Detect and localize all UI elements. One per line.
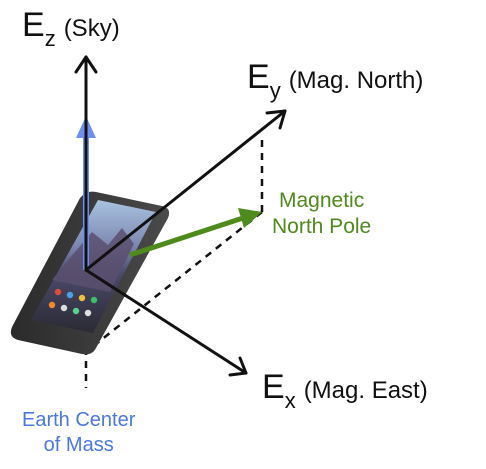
z-axis-label: Ez (Sky) <box>22 6 120 50</box>
magnetic-vector <box>129 208 262 258</box>
z-axis-arrowhead <box>74 55 98 74</box>
y-axis-label: Ey (Mag. North) <box>247 58 424 102</box>
y-axis-letter: E <box>247 58 270 96</box>
earth-label-line2: of Mass <box>43 434 114 456</box>
magnetic-label-line1: Magnetic <box>279 189 365 212</box>
z-axis-letter: E <box>22 6 45 44</box>
y-axis-subscript: y <box>269 78 281 103</box>
y-axis-arrowhead <box>265 109 287 130</box>
app-icons <box>48 288 98 317</box>
earth-center-label: Earth Center of Mass <box>22 408 135 458</box>
magnetic-vector-arrowhead <box>238 208 262 228</box>
z-axis-description: (Sky) <box>63 15 120 42</box>
y-axis-description: (Mag. North) <box>288 67 424 94</box>
mountain-shape <box>52 228 134 292</box>
axes <box>74 55 287 377</box>
z-axis-subscript: z <box>44 26 56 51</box>
magnetic-north-pole-label: Magnetic North Pole <box>272 188 371 241</box>
y-axis-line <box>84 109 287 272</box>
x-axis-arrowhead <box>228 356 248 377</box>
diagonal-projection-line <box>85 211 263 353</box>
x-axis-line <box>84 268 248 375</box>
x-axis-subscript: x <box>284 388 296 413</box>
x-axis-letter: E <box>262 368 285 406</box>
earth-label-line1: Earth Center <box>22 409 136 431</box>
magnetic-label-line2: North Pole <box>272 215 372 239</box>
x-axis-label: Ex (Mag. East) <box>262 368 428 412</box>
x-axis-description: (Mag. East) <box>303 377 428 404</box>
